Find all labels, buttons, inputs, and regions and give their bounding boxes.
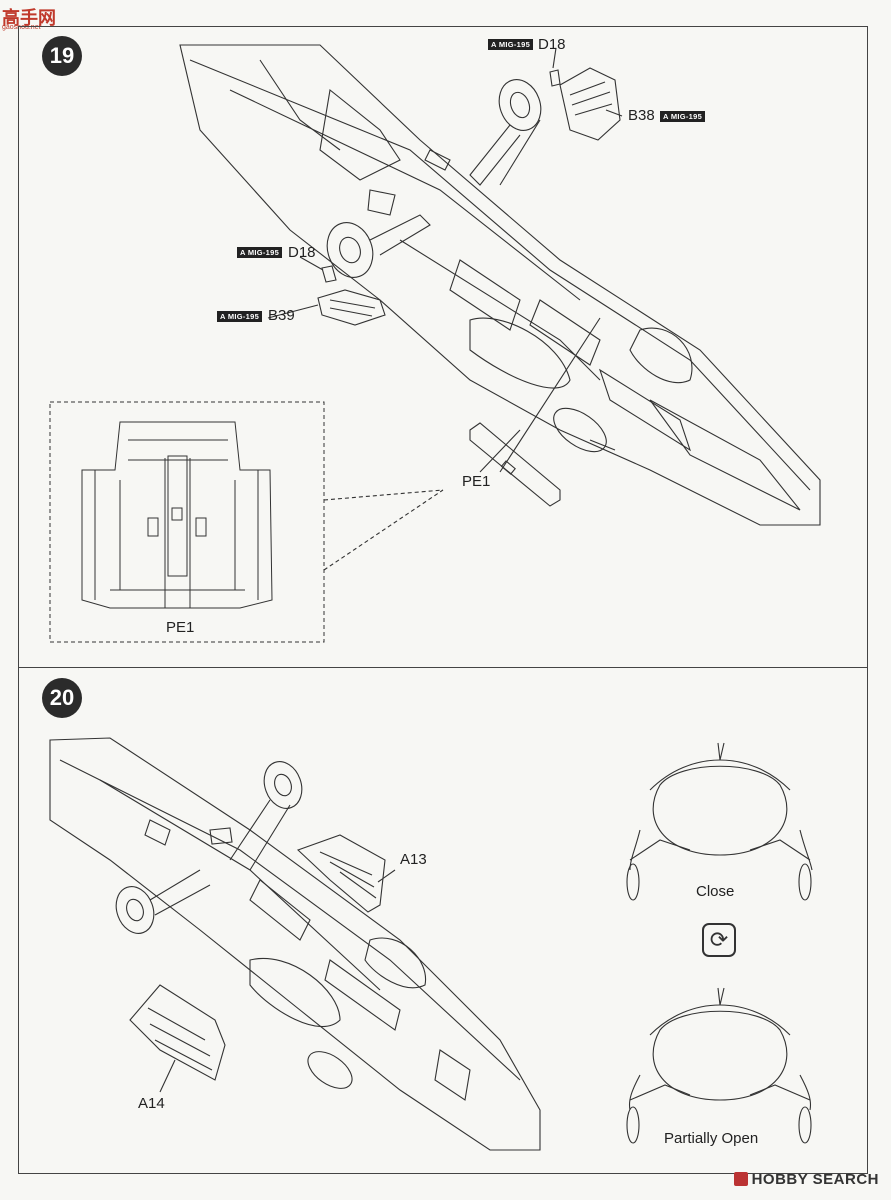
instruction-frame [18, 26, 868, 1174]
mig-195-tag: A MIG-195 [237, 247, 283, 258]
fuselage-outline [49, 737, 541, 1151]
part-label-a13: A13 [400, 851, 427, 868]
part-label-b39: B39 [268, 307, 295, 324]
site-logo-sub: gaoshou.net [2, 24, 41, 31]
step-20-badge: 20 [42, 678, 82, 718]
mig-195-tag: A MIG-195 [488, 39, 534, 50]
fuselage-outline [179, 44, 821, 526]
pe1-inset-frame [49, 401, 325, 643]
mig-195-tag: A MIG-195 [660, 111, 706, 122]
pe1-part-shape [469, 422, 561, 507]
mig-195-tag: A MIG-195 [217, 311, 263, 322]
view-label-close: Close [696, 883, 735, 900]
part-label-pe1: PE1 [462, 473, 491, 490]
watermark-text: HOBBY SEARCH [751, 1171, 879, 1188]
door-a13-shape [296, 834, 386, 913]
door-b38-shape [559, 67, 621, 141]
door-a14-shape [129, 984, 226, 1081]
part-label-d18: D18 [288, 244, 316, 261]
pe1-inset-drawing [81, 421, 273, 609]
inset-caption-pe1: PE1 [166, 619, 195, 636]
view-label-partially-open: Partially Open [664, 1130, 759, 1147]
part-label-a14: A14 [138, 1095, 165, 1112]
rotate-arrows-icon: ⟳ [702, 923, 736, 957]
part-label-b38: B38 [628, 107, 655, 124]
hobby-search-watermark: HOBBY SEARCH [733, 1171, 879, 1188]
step-19-badge: 19 [42, 36, 82, 76]
step-divider [18, 667, 868, 668]
part-label-d18: D18 [538, 36, 566, 53]
close-view-drawing [626, 742, 813, 901]
site-logo: 高手网 [2, 8, 56, 29]
hobby-search-logo-icon [733, 1172, 748, 1186]
partially-open-view-drawing [626, 987, 812, 1144]
door-b39-shape [317, 289, 386, 326]
